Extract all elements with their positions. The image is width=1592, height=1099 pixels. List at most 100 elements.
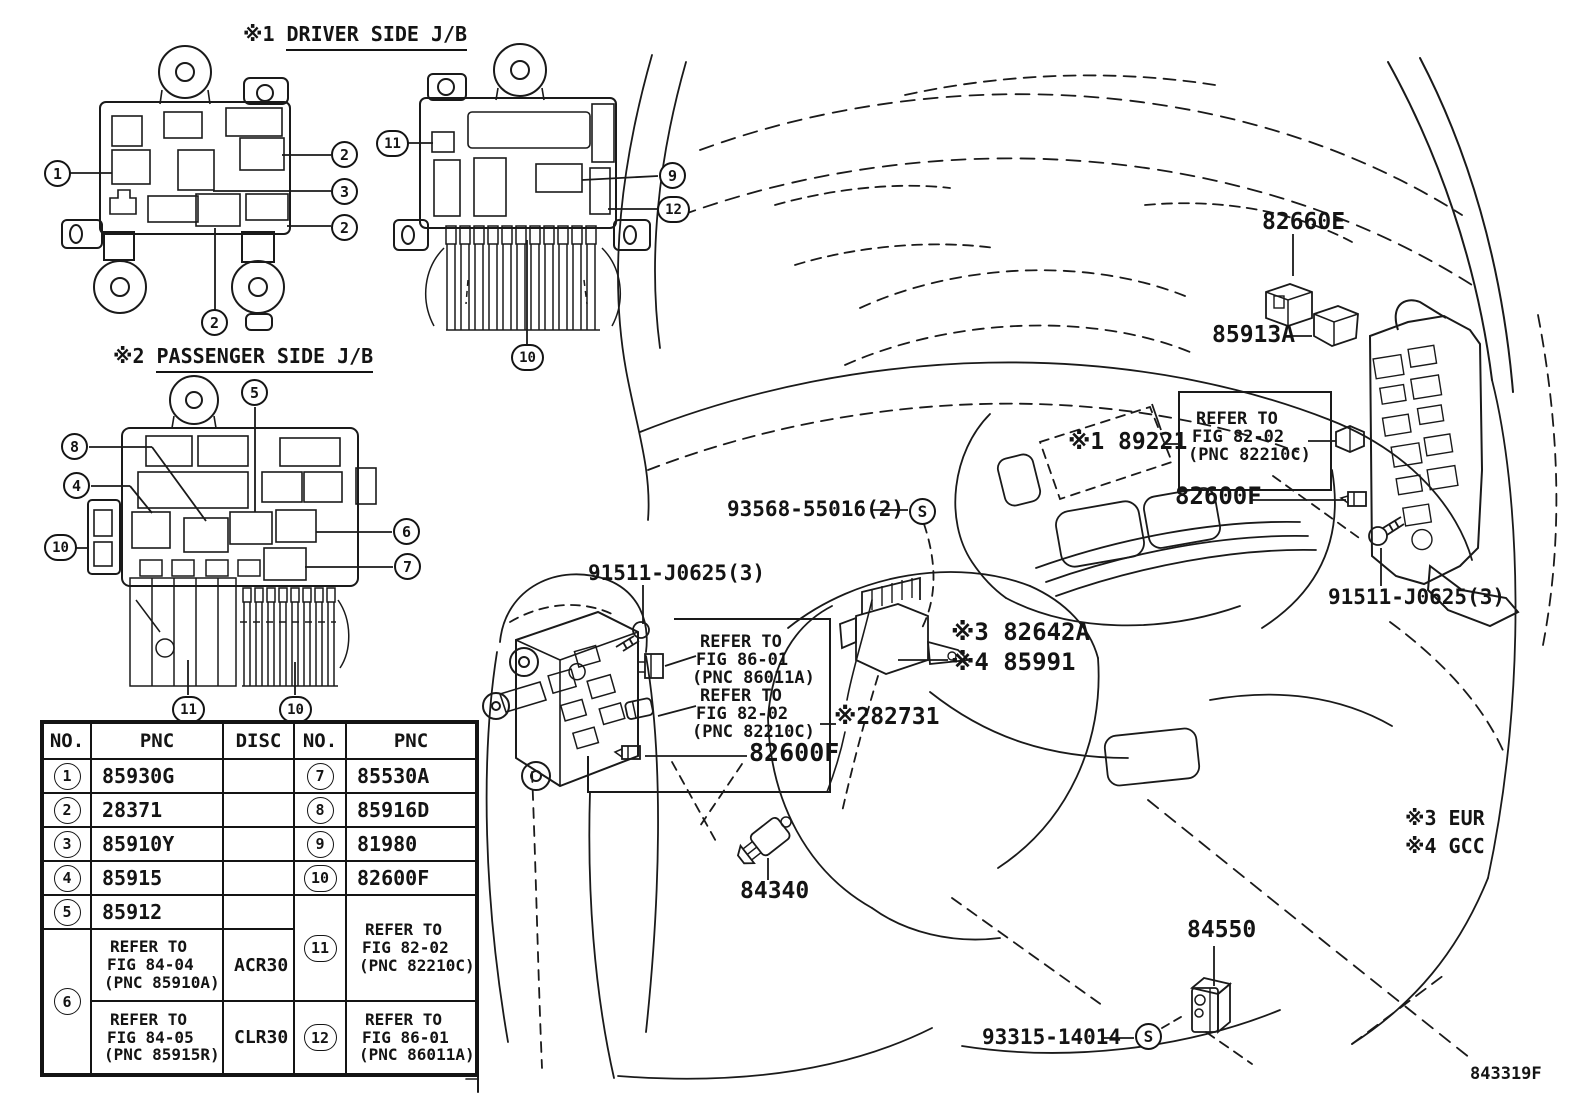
table-no-cell: 5 (43, 895, 91, 929)
table-refer-86-01-line1: REFER TO (365, 1009, 443, 1029)
table-refer-84-05-line2: FIG 84-05 (107, 1027, 194, 1047)
table-refer-84-04-line3: (PNC 85910A) (104, 972, 220, 992)
table-no-cell: 12 (294, 1001, 346, 1074)
table-no-cell: 7 (294, 759, 346, 793)
table-pnc-cell: 85530A (346, 759, 476, 793)
passenger-jb-title: ※2 PASSENGER SIDE J/B (113, 344, 374, 373)
label-93568-55016: 93568-55016(2) (727, 497, 905, 521)
table-disc-empty-cell (223, 827, 294, 861)
table-circled-8: 8 (306, 796, 334, 824)
table-no-cell: 8 (294, 793, 346, 827)
label-84340: 84340 (740, 878, 810, 904)
refer-note-82-02-center-line1: REFER TO (700, 686, 782, 706)
label-82642a: ※3 82642A (951, 618, 1090, 646)
table-pnc-cell: 85930G (91, 759, 223, 793)
table-disc-empty-cell (223, 759, 294, 793)
table-circled-5: 5 (53, 898, 81, 926)
refer-note-82-02-center: REFER TO FIG 82-02 (PNC 82210C) (692, 687, 815, 741)
table-disc-cell: CLR30 (223, 1001, 294, 1074)
driver-jb-drawing (61, 45, 291, 331)
callout-10-left: 10 (44, 534, 77, 561)
connector-86011a-icon (637, 653, 664, 679)
driver-jb-title-text: DRIVER SIDE J/B (286, 22, 468, 51)
callout-11-bottom: 11 (172, 696, 205, 723)
right-jb-drawing (1368, 299, 1520, 628)
refer-note-82-02-right-line1: REFER TO (1196, 409, 1278, 429)
table-no-cell: 4 (43, 861, 91, 895)
callout-3: 3 (331, 178, 358, 205)
relay-82660e-drawing (1265, 283, 1313, 327)
table-circled-4: 4 (53, 864, 81, 892)
passenger-jb-title-prefix: ※2 (113, 344, 145, 368)
refer-note-82-02-right-line3: (PNC 82210C) (1188, 445, 1311, 466)
table-refer-84-05-line3: (PNC 85915R) (104, 1045, 220, 1065)
table-no-cell: 1 (43, 759, 91, 793)
refer-note-86-01-line2: FIG 86-01 (696, 650, 789, 671)
bolt-right-icon (1368, 516, 1405, 546)
table-disc-empty-cell (223, 895, 294, 929)
callout-2b: 2 (331, 214, 358, 241)
label-82600f-right: 82600F (1175, 482, 1262, 510)
label-91511-center: 91511-J0625(3) (588, 561, 766, 585)
table-pnc-cell: 82600F (346, 861, 476, 895)
table-refer-cell-82-02: REFER TO FIG 82-02 (PNC 82210C) (346, 895, 476, 1001)
table-refer-cell-84-04: REFER TO FIG 84-04 (PNC 85910A) (91, 929, 223, 1001)
callout-2c: 2 (201, 309, 228, 336)
table-pnc-cell: 81980 (346, 827, 476, 861)
connector-right-box-icon (1335, 425, 1365, 453)
note-gcc: ※4 GCC (1405, 834, 1485, 858)
refer-note-82-02-right-line2: FIG 82-02 (1192, 427, 1285, 448)
table-no-cell: 2 (43, 793, 91, 827)
leader-lines (70, 142, 1382, 1039)
center-jb-drawing (482, 610, 639, 791)
callout-10: 10 (511, 344, 544, 371)
callout-2: 2 (331, 141, 358, 168)
part-82600f-right-icon (1339, 491, 1367, 507)
table-circled-10: 10 (303, 864, 337, 892)
table-refer-82-02-line2: FIG 82-02 (362, 938, 449, 958)
label-84550: 84550 (1187, 917, 1257, 943)
table-circled-1: 1 (53, 762, 81, 790)
driver-jb-title: ※1 DRIVER SIDE J/B (243, 22, 468, 51)
table-refer-cell-86-01: REFER TO FIG 86-01 (PNC 86011A) (346, 1001, 476, 1074)
label-82600f-center: 82600F (749, 738, 840, 767)
driver-jb2-drawing (393, 43, 651, 331)
table-circled-3: 3 (53, 830, 81, 858)
note-eur: ※3 EUR (1405, 806, 1485, 830)
table-refer-82-02-line1: REFER TO (365, 920, 443, 940)
table-refer-86-01-line3: (PNC 86011A) (359, 1045, 475, 1065)
passenger-jb-drawing (87, 375, 377, 687)
refer-note-82-02-center-line3: (PNC 82210C) (692, 722, 815, 743)
screw-symbol-bottom: S (1135, 1023, 1162, 1050)
table-circled-11: 11 (303, 934, 337, 962)
callout-10-bottom: 10 (279, 696, 312, 723)
table-header-no-right: NO. (294, 723, 346, 759)
table-refer-86-01-line2: FIG 86-01 (362, 1027, 449, 1047)
label-93315-14014: 93315-14014 (982, 1025, 1122, 1049)
table-header-disc: DISC (223, 723, 294, 759)
callout-9: 9 (659, 162, 686, 189)
switch-84340-drawing (736, 816, 792, 865)
table-no-cell: 10 (294, 861, 346, 895)
figure-code: 843319F (1470, 1064, 1542, 1084)
table-no-cell: 9 (294, 827, 346, 861)
table-circled-12: 12 (303, 1024, 337, 1051)
relay-85913a-drawing (1313, 305, 1359, 347)
passenger-jb-title-text: PASSENGER SIDE J/B (156, 344, 374, 373)
callout-1: 1 (44, 160, 71, 187)
switch-84550-drawing (1190, 977, 1232, 1034)
callout-6: 6 (393, 518, 420, 545)
table-pnc-cell: 85910Y (91, 827, 223, 861)
label-282731: ※282731 (834, 704, 940, 730)
table-circled-6: 6 (53, 988, 81, 1015)
callout-5: 5 (241, 379, 268, 406)
refer-note-86-01-line1: REFER TO (700, 632, 782, 652)
label-85913a: 85913A (1212, 322, 1296, 348)
table-disc-empty-cell (223, 861, 294, 895)
table-disc-empty-cell (223, 793, 294, 827)
table-circled-7: 7 (306, 762, 334, 790)
connector-82600f-icon (613, 745, 641, 760)
callout-4: 4 (63, 472, 90, 499)
table-refer-84-05-line1: REFER TO (110, 1009, 188, 1029)
